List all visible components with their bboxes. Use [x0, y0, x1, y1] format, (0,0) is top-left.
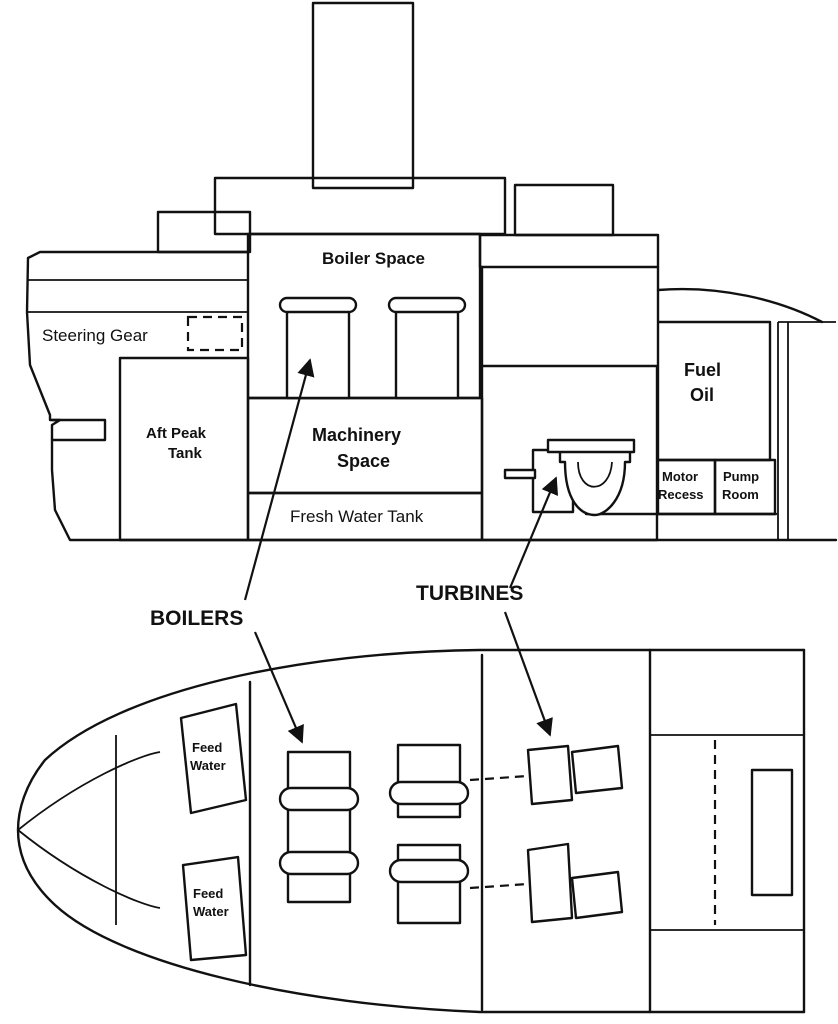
feed-water-tank-top	[179, 702, 248, 815]
label-pump-room-1: Pump	[723, 469, 759, 484]
label-feed-water-top-2: Water	[190, 758, 226, 773]
feed-water-tank-bottom	[181, 855, 248, 962]
label-pump-room-2: Room	[722, 487, 759, 502]
boilers-arrow-down	[253, 631, 304, 744]
label-aft-peak-1: Aft Peak	[146, 425, 207, 442]
label-boilers: BOILERS	[150, 607, 243, 630]
boilers-arrow-up	[243, 358, 315, 601]
turbines-arrow-up	[508, 476, 559, 589]
boiler-plan-2	[388, 743, 470, 925]
boiler-plan-1	[278, 750, 360, 904]
turbine-side	[503, 438, 636, 517]
machinery-space-block	[246, 396, 484, 495]
label-motor-recess-1: Motor	[662, 469, 698, 484]
label-feed-water-bottom-2: Water	[193, 904, 229, 919]
turbine-plan-top	[469, 744, 624, 806]
boiler-side-2	[394, 303, 460, 400]
label-machinery-1: Machinery	[312, 425, 401, 445]
funnel	[311, 1, 415, 190]
boiler-side-1	[285, 303, 351, 400]
label-fuel-oil-1: Fuel	[684, 360, 721, 380]
label-boiler-space: Boiler Space	[322, 249, 425, 268]
label-fuel-oil-2: Oil	[690, 385, 714, 405]
label-fresh-water-tank: Fresh Water Tank	[290, 507, 424, 526]
label-steering-gear: Steering Gear	[42, 326, 148, 345]
stern-hull	[25, 250, 250, 542]
turbine-plan-bottom	[469, 842, 624, 924]
label-feed-water-bottom-1: Feed	[193, 886, 223, 901]
callout-arrows	[243, 358, 559, 744]
labels: Boiler Space Steering Gear Aft Peak Tank…	[42, 249, 759, 919]
label-feed-water-top-1: Feed	[192, 740, 222, 755]
label-machinery-2: Space	[337, 451, 390, 471]
label-turbines: TURBINES	[416, 582, 523, 605]
turbines-arrow-down	[503, 611, 553, 737]
deckhouse-mid-left	[156, 210, 252, 254]
steering-gear-box	[186, 315, 244, 352]
plan-view	[16, 648, 806, 1014]
deckhouse-upper	[213, 176, 507, 236]
deckhouse-right	[478, 233, 660, 269]
side-elevation	[25, 1, 838, 542]
label-motor-recess-2: Recess	[658, 487, 704, 502]
label-aft-peak-2: Tank	[168, 445, 203, 462]
deckhouse-right-upper	[513, 183, 615, 237]
stern-outline	[16, 648, 806, 1014]
